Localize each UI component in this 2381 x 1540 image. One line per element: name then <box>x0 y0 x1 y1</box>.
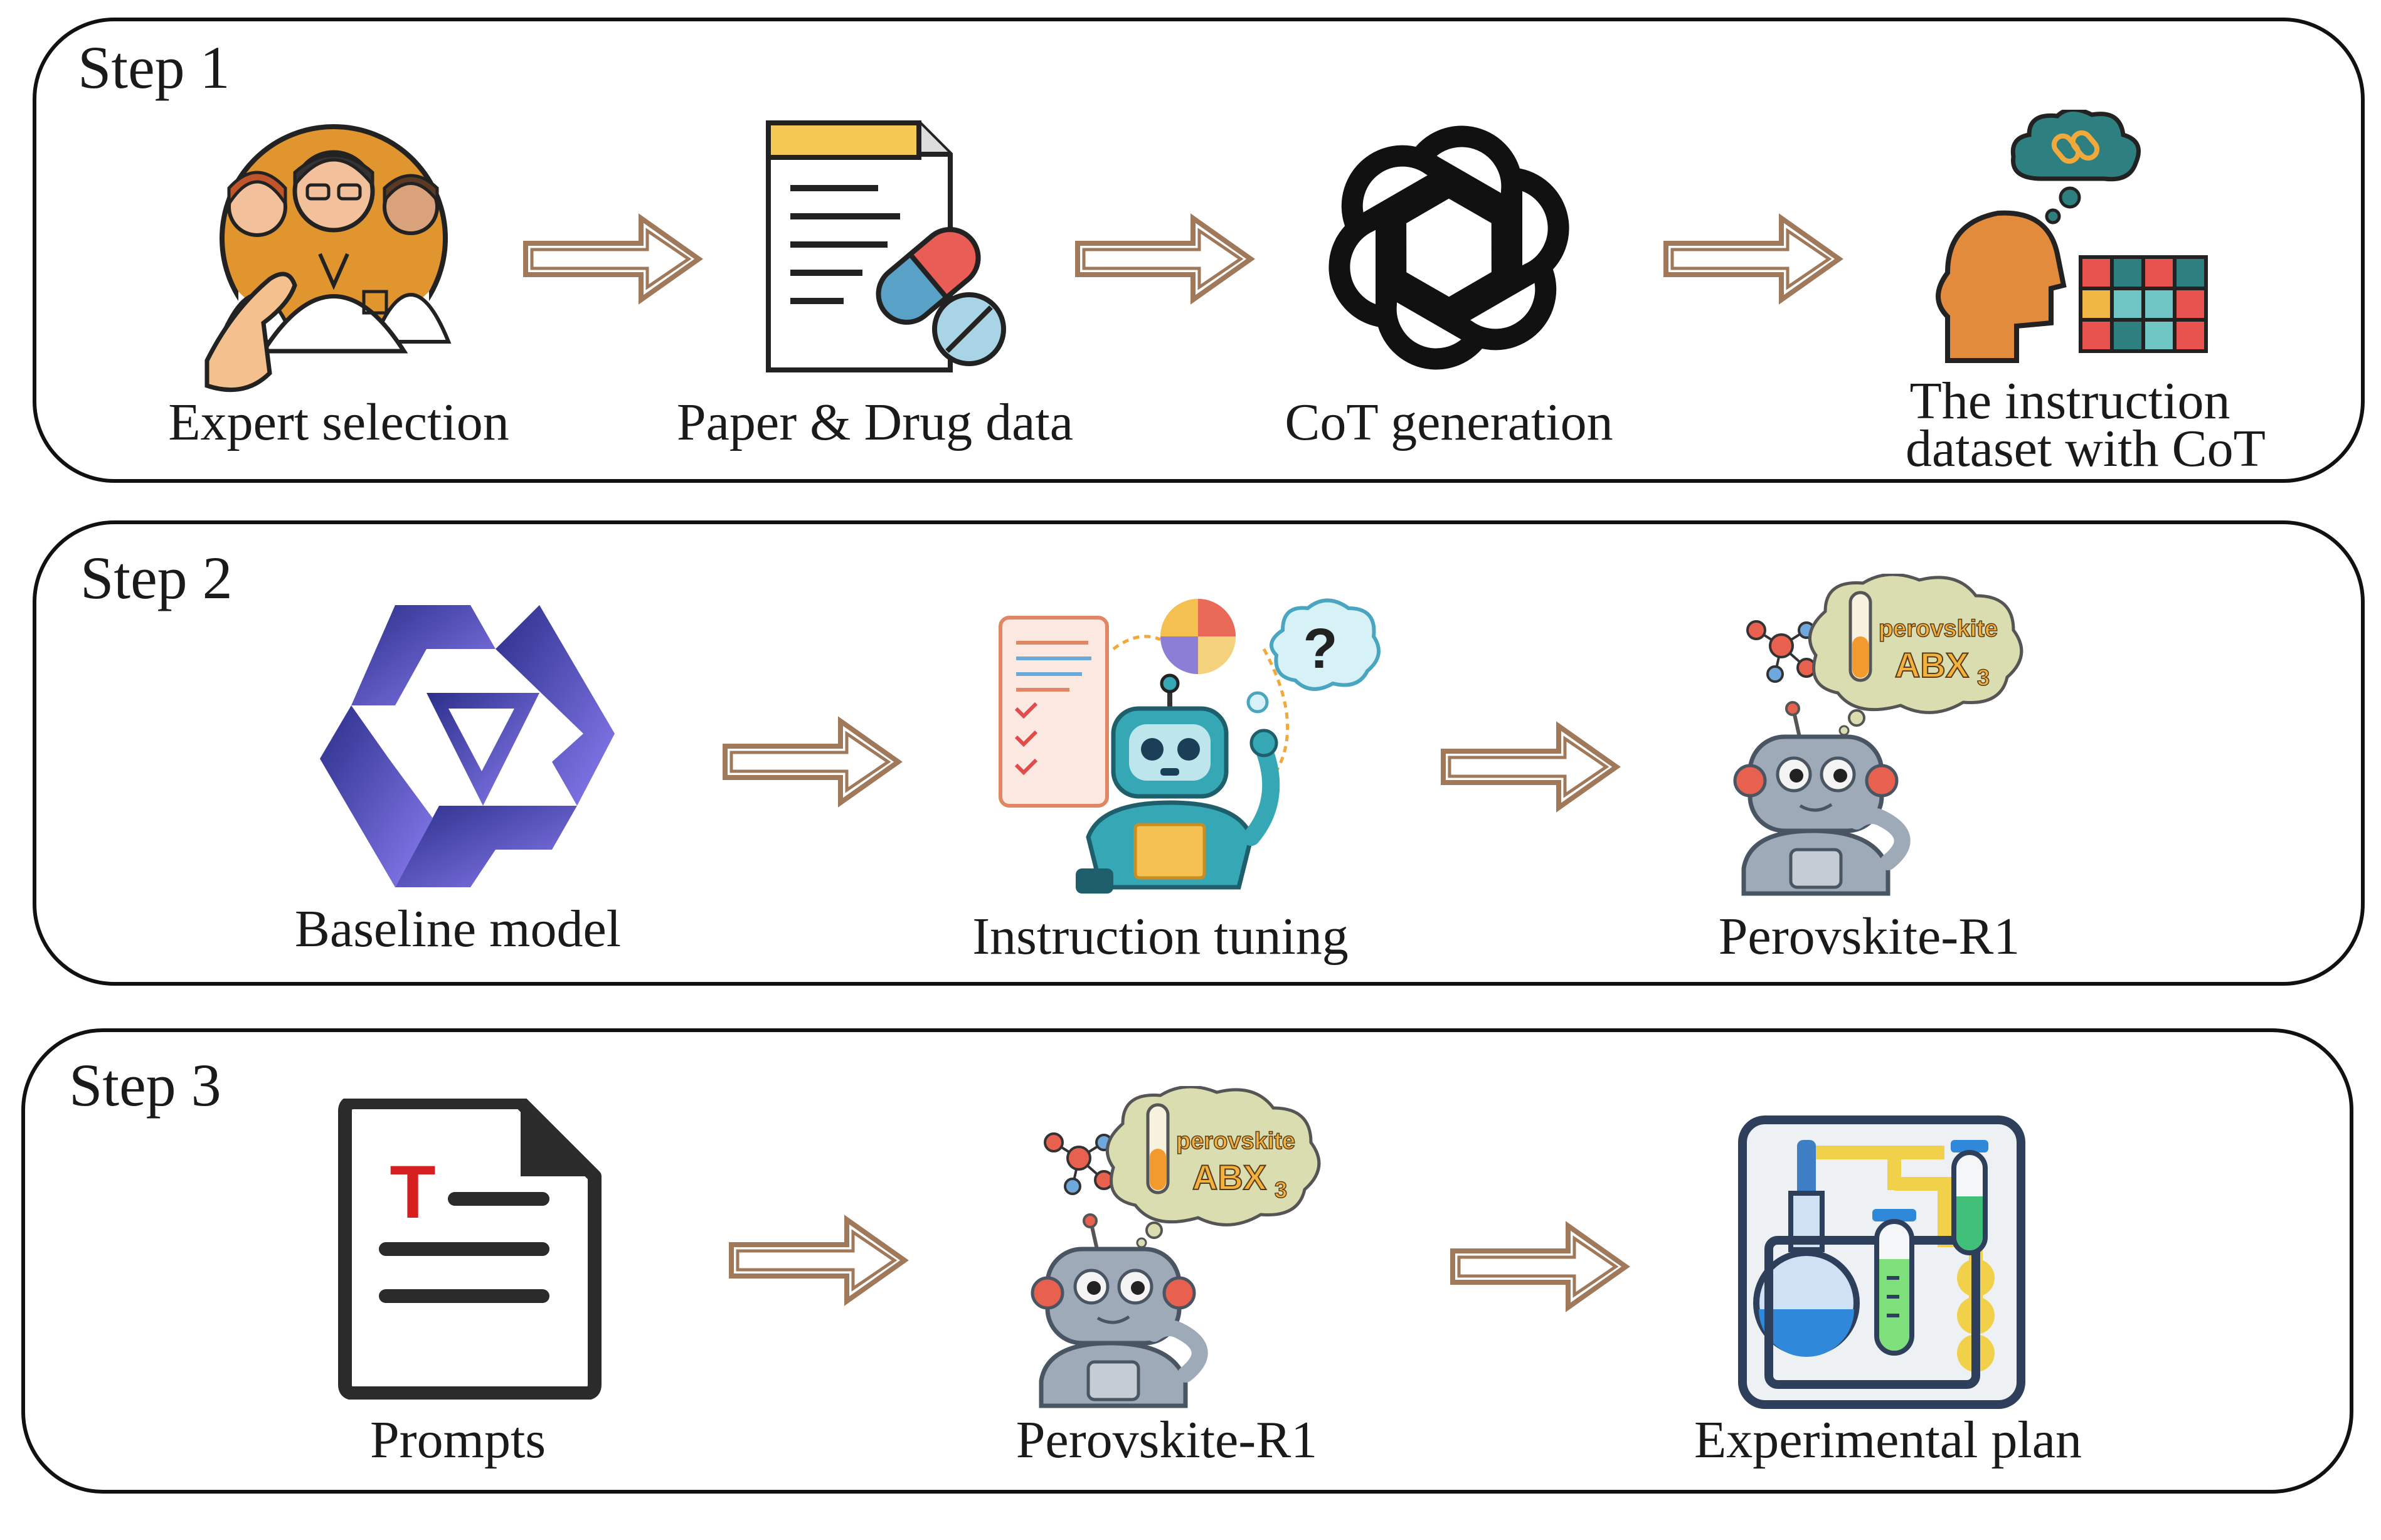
prompts-label: Prompts <box>369 1411 546 1469</box>
svg-text:?: ? <box>1303 618 1338 680</box>
openai-logo-icon <box>1317 122 1581 373</box>
arrow-right-icon <box>1449 1220 1631 1314</box>
arrow-right-icon <box>1074 212 1256 306</box>
qwen-logo-icon <box>314 599 627 894</box>
expert-group-icon <box>194 122 458 398</box>
thinking-robot-icon: perovskite ABX 3 <box>1731 574 2057 900</box>
arrow-right-icon <box>1440 720 1621 814</box>
arrow-right-icon <box>728 1213 909 1307</box>
robot-learning-icon: ? <box>994 593 1396 906</box>
bubble-text-subscript: 3 <box>1977 665 1990 690</box>
cot-generation-label: CoT generation <box>1285 393 1613 451</box>
paper-drug-data-label: Paper & Drug data <box>676 393 1074 451</box>
perovskite-r1-label: Perovskite-R1 <box>1718 907 2020 966</box>
bubble-text-perovskite: perovskite <box>1879 616 1998 642</box>
step-2-panel <box>33 520 2365 986</box>
bubble-text-subscript: 3 <box>1275 1177 1287 1203</box>
instruction-dataset-label-line2: dataset with CoT <box>1906 419 2266 478</box>
arrow-right-icon <box>1662 212 1844 306</box>
document-pills-icon <box>762 119 1026 376</box>
perovskite-r1-label: Perovskite-R1 <box>1016 1411 1318 1469</box>
arrow-right-icon <box>721 715 903 809</box>
baseline-model-label: Baseline model <box>294 900 622 958</box>
step-1-panel <box>33 18 2365 483</box>
instruction-dataset-label-line1: The instruction <box>1909 372 2230 430</box>
step-3-title: Step 3 <box>69 1052 221 1119</box>
step-3-panel <box>21 1028 2353 1494</box>
document-letter: T <box>390 1150 435 1234</box>
head-cloud-grid-icon <box>1935 110 2211 373</box>
expert-selection-label: Expert selection <box>168 393 509 451</box>
lab-flasks-icon <box>1737 1115 2026 1410</box>
bubble-text-abx: ABX <box>1895 645 1969 685</box>
thinking-robot-icon: perovskite ABX 3 <box>1029 1086 1355 1412</box>
text-document-icon: T <box>332 1099 602 1400</box>
bubble-text-perovskite: perovskite <box>1176 1128 1295 1154</box>
arrow-right-icon <box>522 212 704 306</box>
instruction-tuning-label: Instruction tuning <box>972 907 1349 966</box>
experimental-plan-label: Experimental plan <box>1694 1411 2082 1469</box>
bubble-text-abx: ABX <box>1192 1158 1266 1197</box>
step-1-title: Step 1 <box>78 34 230 101</box>
step-2-title: Step 2 <box>80 544 233 611</box>
